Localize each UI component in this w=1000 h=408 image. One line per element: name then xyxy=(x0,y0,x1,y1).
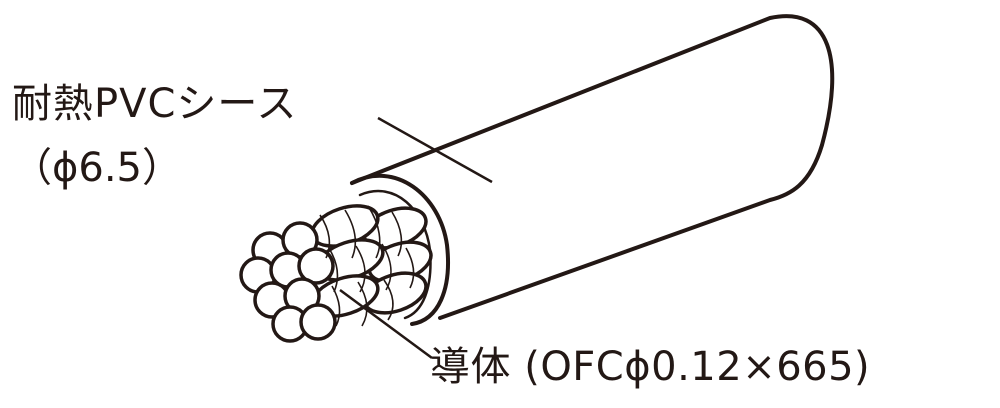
sheath-leader xyxy=(377,116,493,184)
sheath-diameter-label: （ϕ6.5） xyxy=(12,145,182,191)
conductor-leader xyxy=(339,288,433,360)
conductor-strands xyxy=(239,204,433,343)
sheath-label: 耐熱PVCシース xyxy=(12,81,298,127)
strand-twist-lines xyxy=(319,205,415,327)
leader-lines xyxy=(339,116,493,360)
jacket-cut-face xyxy=(350,173,450,326)
jacket-body xyxy=(350,14,835,320)
conductor-label: 導体 (OFCϕ0.12×665) xyxy=(430,344,871,390)
strand-end xyxy=(297,247,335,285)
strand-end xyxy=(299,303,337,341)
